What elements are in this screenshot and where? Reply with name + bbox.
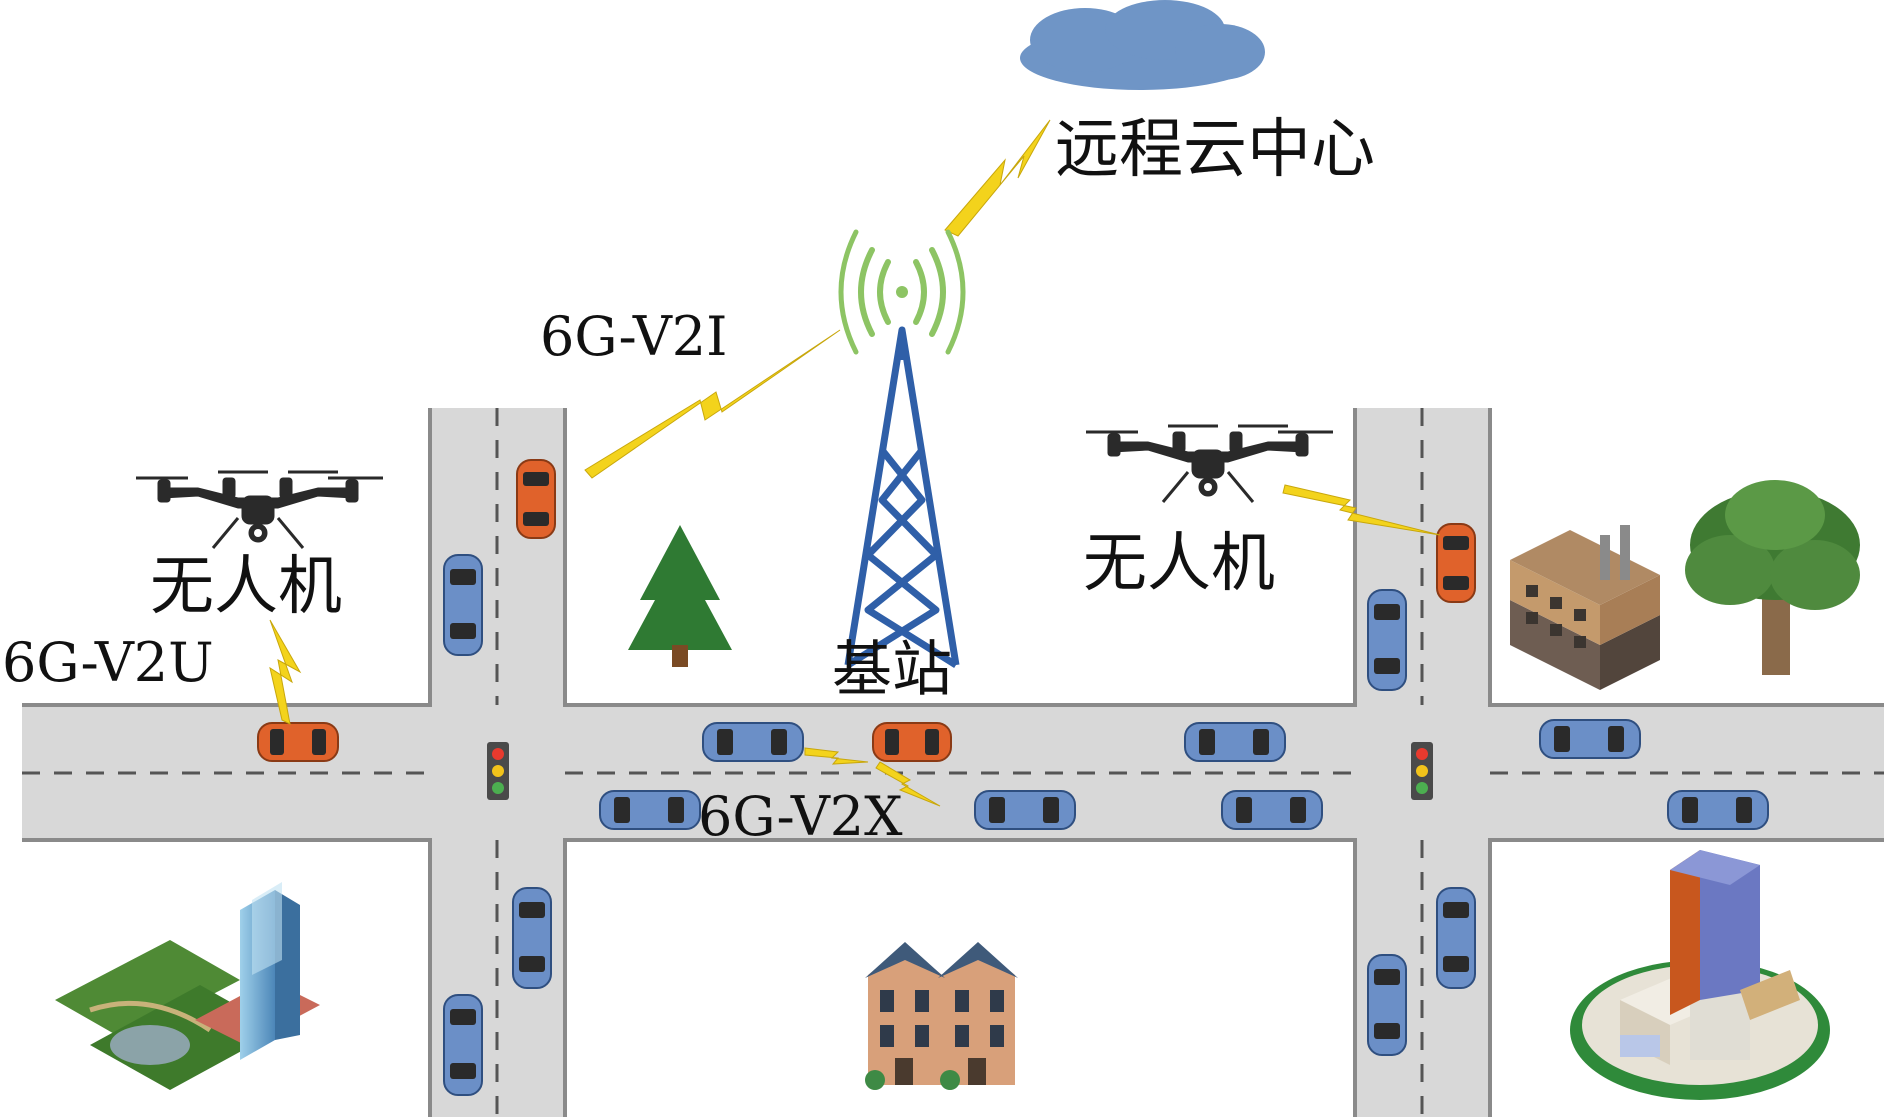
- link-v2x-label: 6G-V2X: [698, 785, 903, 848]
- factory-icon: [1510, 525, 1660, 690]
- signal-waves: [838, 229, 966, 355]
- car-blue-1: [702, 722, 804, 762]
- cloud-icon: [1020, 0, 1265, 90]
- link-v2i-label: 6G-V2I: [540, 305, 728, 368]
- drone-left-label: 无人机: [150, 550, 342, 624]
- car-blue-4: [599, 790, 701, 830]
- car-blue-7: [1667, 790, 1769, 830]
- car-blue-10: [443, 994, 483, 1096]
- car-orange-4: [1436, 523, 1476, 603]
- car-blue-3: [1539, 719, 1641, 759]
- car-blue-13: [1367, 954, 1407, 1056]
- car-blue-5: [974, 790, 1076, 830]
- drone-icon: [136, 470, 383, 549]
- v2u-left-bolt: [269, 619, 302, 725]
- v2i-cloud-bolt: [944, 119, 1051, 237]
- cloud-center-label: 远程云中心: [1055, 113, 1375, 187]
- lane-dashes: [22, 408, 1884, 1117]
- cell-tower-icon: [844, 326, 960, 668]
- v2x-bolt-2: [875, 761, 941, 807]
- drone-icon: [1086, 424, 1333, 503]
- v2u-right-bolt: [1282, 484, 1441, 536]
- traffic-light-icon: [487, 742, 509, 800]
- car-blue-2: [1184, 722, 1286, 762]
- car-blue-6: [1221, 790, 1323, 830]
- car-blue-9: [512, 887, 552, 989]
- v2i-car-bolt: [584, 329, 841, 479]
- car-orange-2: [872, 722, 952, 762]
- car-orange-1: [257, 722, 339, 762]
- traffic-light-icon: [1411, 742, 1433, 800]
- oak-tree-icon: [1685, 480, 1860, 675]
- campus-icon: [1570, 850, 1830, 1100]
- road-edges: [22, 408, 1884, 1117]
- base-station-label: 基站: [832, 635, 952, 705]
- link-v2u-label: 6G-V2U: [2, 631, 214, 694]
- townhouse-icon: [865, 942, 1018, 1090]
- drone-right-label: 无人机: [1083, 527, 1275, 601]
- pine-tree-icon: [628, 525, 732, 667]
- car-blue-8: [443, 554, 483, 656]
- car-orange-3: [516, 459, 556, 539]
- car-blue-11: [1367, 589, 1407, 691]
- car-blue-12: [1436, 887, 1476, 989]
- lightning-links: [269, 119, 1441, 807]
- city-park-icon: [55, 882, 320, 1090]
- v2x-bolt-1: [804, 747, 869, 765]
